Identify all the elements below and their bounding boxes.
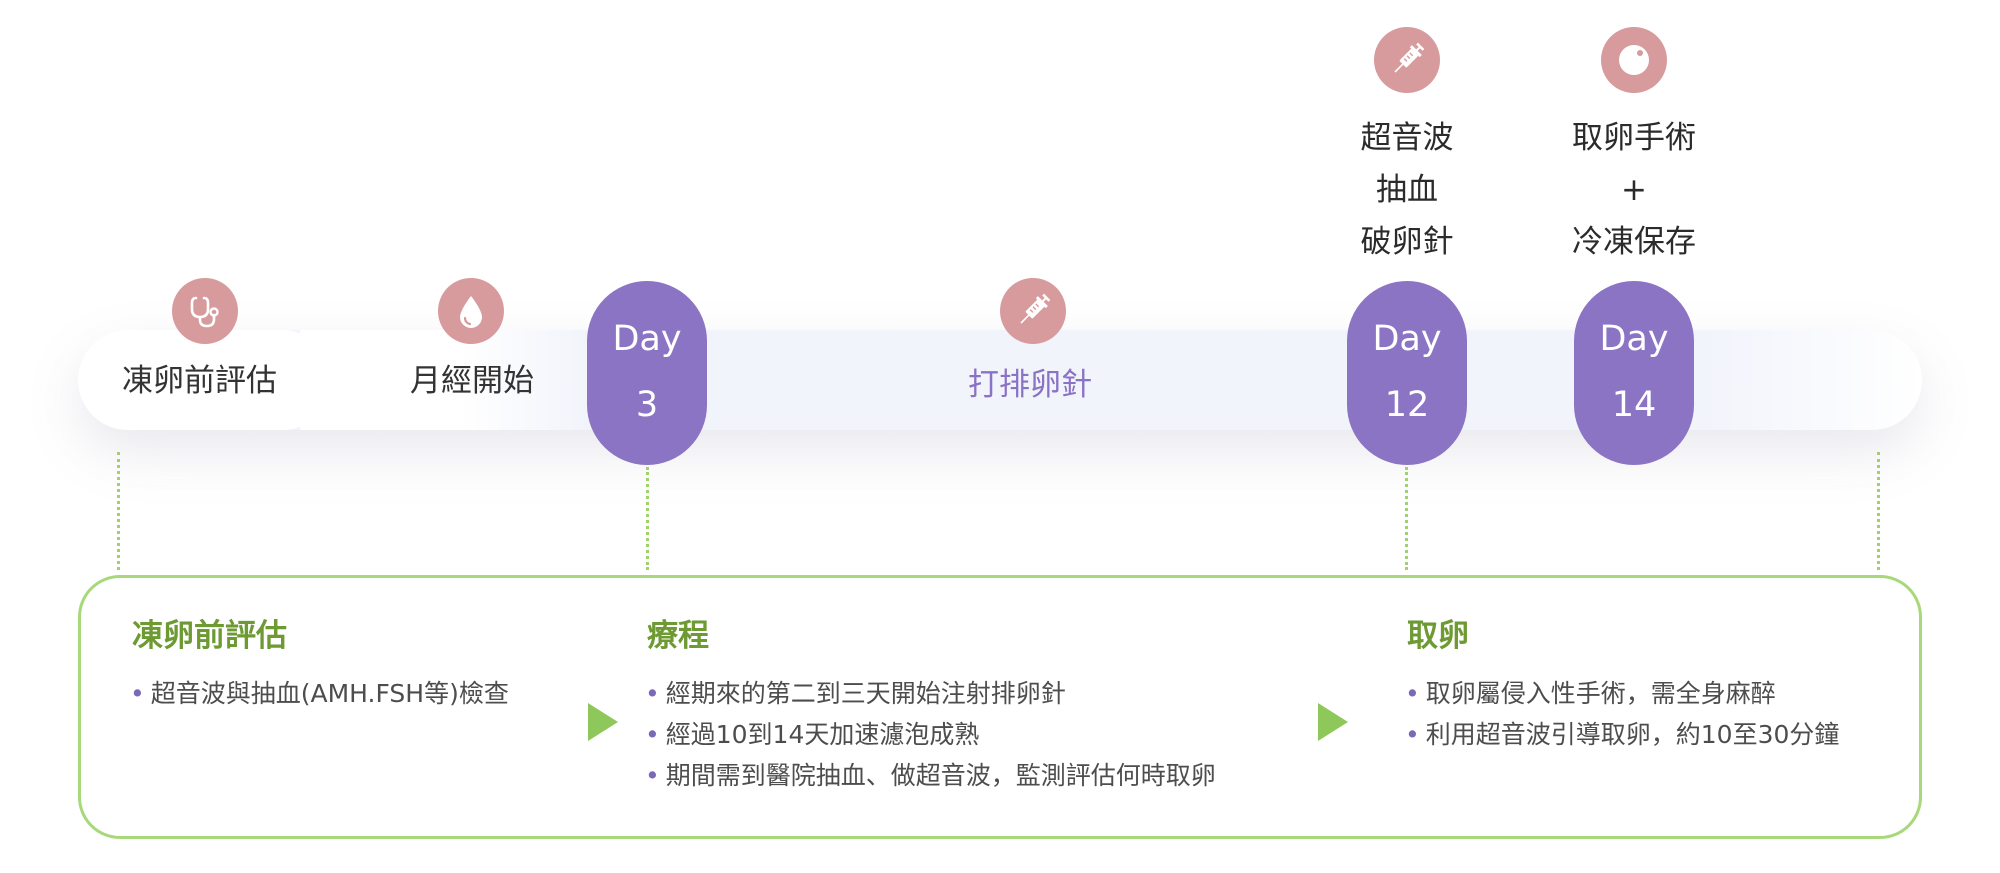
- connector-line: [1877, 452, 1880, 570]
- day14-note: +: [1621, 172, 1647, 208]
- timeline-period-label: 月經開始: [410, 363, 534, 399]
- day-3-marker: Day 3: [587, 281, 707, 465]
- day14-note: 冷凍保存: [1572, 224, 1696, 260]
- connector-line: [1405, 467, 1408, 570]
- treatment-list: •經期來的第二到三天開始注射排卵針 •經過10到14天加速濾泡成熟 •期間需到醫…: [645, 673, 1216, 796]
- day14-notes: 取卵手術 + 冷凍保存: [1514, 112, 1754, 268]
- list-item: •取卵屬侵入性手術，需全身麻醉: [1405, 679, 1776, 708]
- timeline-injection-label: 打排卵針: [968, 367, 1092, 403]
- day12-note: 破卵針: [1360, 224, 1454, 260]
- day-word: Day: [612, 319, 682, 359]
- day12-note: 抽血: [1376, 172, 1438, 208]
- retrieval-title: 取卵: [1407, 618, 1469, 654]
- day-word: Day: [1372, 319, 1442, 359]
- syringe-icon: [1374, 27, 1440, 93]
- day-14-marker: Day 14: [1574, 281, 1694, 465]
- assessment-list: •超音波與抽血(AMH.FSH等)檢查: [130, 673, 509, 714]
- timeline-bar-end-fade: [1700, 330, 1922, 430]
- day-number: 3: [635, 385, 659, 425]
- day12-notes: 超音波 抽血 破卵針: [1287, 112, 1527, 268]
- day-number: 14: [1611, 385, 1657, 425]
- day12-note: 超音波: [1360, 120, 1454, 156]
- list-item: •經過10到14天加速濾泡成熟: [645, 720, 980, 749]
- list-item: •期間需到醫院抽血、做超音波，監測評估何時取卵: [645, 761, 1216, 790]
- treatment-title: 療程: [647, 618, 709, 654]
- list-item: •超音波與抽血(AMH.FSH等)檢查: [130, 679, 509, 708]
- list-item: •經期來的第二到三天開始注射排卵針: [645, 679, 1066, 708]
- day-number: 12: [1384, 385, 1430, 425]
- arrow-right-icon: [588, 703, 618, 741]
- egg-icon: [1601, 27, 1667, 93]
- day14-note: 取卵手術: [1572, 120, 1696, 156]
- retrieval-list: •取卵屬侵入性手術，需全身麻醉 •利用超音波引導取卵，約10至30分鐘: [1405, 673, 1839, 755]
- droplet-icon: [438, 278, 504, 344]
- connector-line: [117, 452, 120, 570]
- day-word: Day: [1599, 319, 1669, 359]
- arrow-right-icon: [1318, 703, 1348, 741]
- assessment-title: 凍卵前評估: [132, 618, 287, 654]
- list-item: •利用超音波引導取卵，約10至30分鐘: [1405, 720, 1840, 749]
- timeline-bar-fade: [300, 330, 590, 430]
- assessment-pill: [78, 330, 332, 430]
- stethoscope-icon: [172, 278, 238, 344]
- details-box: [78, 575, 1922, 839]
- connector-line: [646, 467, 649, 570]
- timeline-assessment-label: 凍卵前評估: [122, 363, 277, 399]
- syringe-icon: [1000, 278, 1066, 344]
- day-12-marker: Day 12: [1347, 281, 1467, 465]
